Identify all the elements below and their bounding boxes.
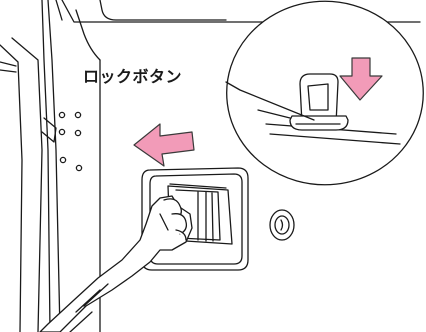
left-arrow-icon — [134, 124, 194, 166]
key-cylinder — [270, 210, 294, 240]
detail-magnifier — [227, 1, 424, 184]
lock-button-label: ロックボタン — [83, 67, 182, 87]
